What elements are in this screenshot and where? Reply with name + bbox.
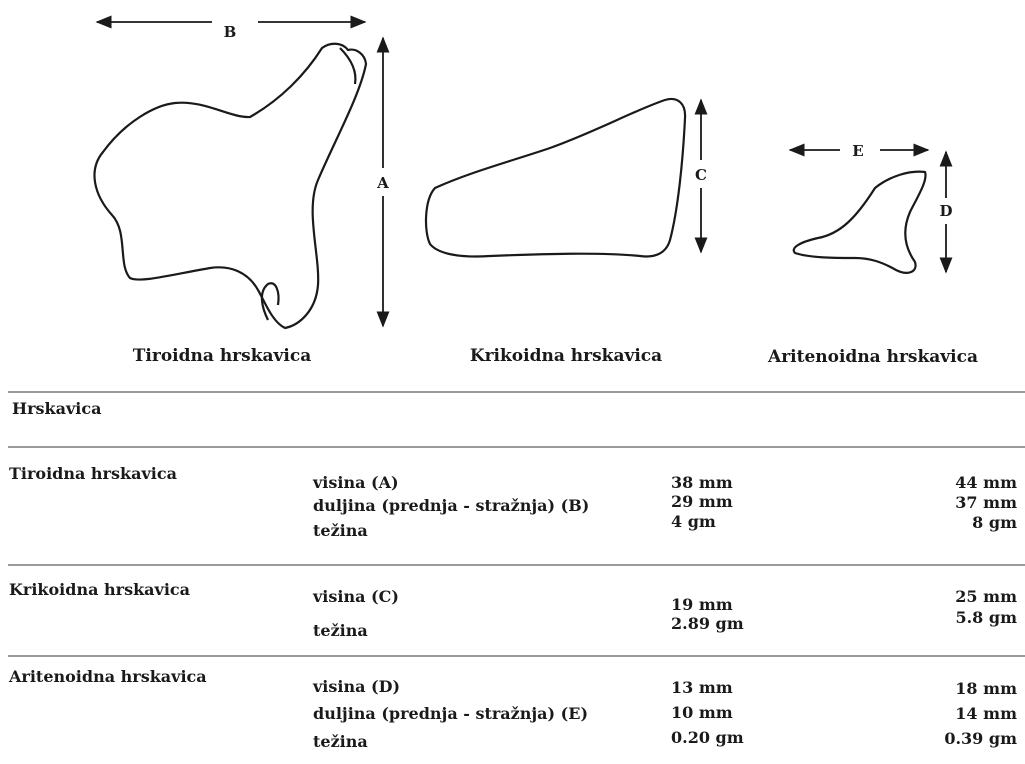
label-a: A bbox=[376, 174, 389, 192]
value-col2: 18 mm bbox=[955, 678, 1017, 700]
thyroid-cartilage-outline bbox=[94, 44, 366, 328]
value-col1: 0.20 gm bbox=[671, 727, 744, 749]
table-header: Hrskavica bbox=[12, 398, 102, 420]
caption-thyroid: Tiroidna hrskavica bbox=[133, 346, 311, 366]
row-name: Tiroidna hrskavica bbox=[9, 463, 177, 485]
measure-label: duljina (prednja - stražnja) (E) bbox=[313, 703, 588, 725]
thyroid-horn-line bbox=[340, 48, 355, 84]
row-name: Aritenoidna hrskavica bbox=[9, 666, 207, 688]
measure-label: visina (D) bbox=[313, 676, 400, 698]
value-col2: 8 gm bbox=[972, 512, 1017, 534]
arytenoid-cartilage-outline bbox=[794, 172, 926, 273]
measure-label: težina bbox=[313, 620, 368, 642]
value-col1: 29 mm bbox=[671, 491, 733, 513]
cricoid-cartilage-outline bbox=[426, 99, 685, 257]
value-col1: 10 mm bbox=[671, 702, 733, 724]
value-col2: 5.8 gm bbox=[955, 607, 1017, 629]
value-col1: 2.89 gm bbox=[671, 613, 744, 635]
measure-label: visina (C) bbox=[313, 586, 399, 608]
measure-label: visina (A) bbox=[313, 472, 399, 494]
label-e: E bbox=[852, 142, 863, 160]
row-rule bbox=[8, 564, 1025, 566]
measure-label: težina bbox=[313, 731, 368, 753]
measure-label: duljina (prednja - stražnja) (B) bbox=[313, 495, 589, 517]
row-rule bbox=[8, 655, 1025, 657]
header-rule bbox=[8, 446, 1025, 448]
value-col2: 0.39 gm bbox=[944, 728, 1017, 750]
label-b: B bbox=[224, 23, 237, 41]
value-col2: 14 mm bbox=[955, 703, 1017, 725]
value-col1: 13 mm bbox=[671, 677, 733, 699]
value-col2: 44 mm bbox=[955, 472, 1017, 494]
value-col1: 4 gm bbox=[671, 511, 716, 533]
caption-cricoid: Krikoidna hrskavica bbox=[470, 346, 662, 366]
value-col2: 25 mm bbox=[955, 586, 1017, 608]
caption-arytenoid: Aritenoidna hrskavica bbox=[767, 347, 978, 367]
label-d: D bbox=[939, 202, 952, 220]
table-top-rule bbox=[8, 391, 1025, 393]
value-col2: 37 mm bbox=[955, 492, 1017, 514]
arytenoid-cartilage-drawing bbox=[794, 172, 926, 273]
label-c: C bbox=[695, 166, 707, 184]
measure-label: težina bbox=[313, 520, 368, 542]
cricoid-cartilage-drawing bbox=[426, 99, 685, 257]
cartilage-figure: B A C E D Tiroidna hrskavica Krikoidna h… bbox=[0, 0, 1025, 390]
row-name: Krikoidna hrskavica bbox=[9, 579, 190, 601]
thyroid-cartilage-drawing bbox=[94, 44, 366, 328]
